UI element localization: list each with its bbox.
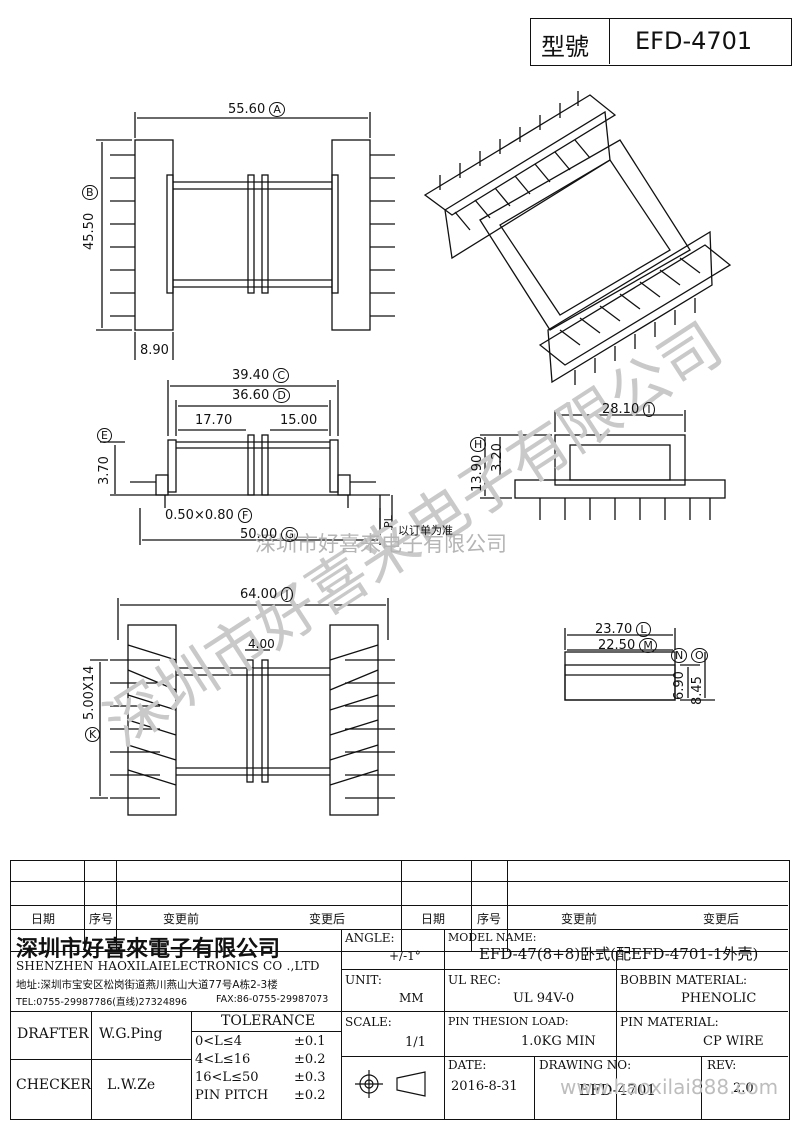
tol-range-2: 4<L≤16 <box>195 1052 251 1067</box>
bobbin-label: BOBBIN MATERIAL: <box>620 973 748 987</box>
dim-mid: 4.00 <box>248 637 275 651</box>
rev-header-seq-1: 序号 <box>89 912 114 926</box>
dim-h2: 3.20 <box>490 443 505 472</box>
drafter-label: DRAFTER <box>17 1026 89 1042</box>
pin-load-value: 1.0KG MIN <box>521 1034 596 1049</box>
dim-g: 50.00 G <box>240 527 298 542</box>
dim-c: 39.40 C <box>232 368 290 383</box>
company-address: 地址:深圳市宝安区松岗街道燕川燕山大道77号A栋2-3楼 <box>16 979 278 991</box>
rev-header-date-2: 日期 <box>421 912 446 926</box>
marker-k: K <box>85 727 101 742</box>
marker-b: B <box>82 185 98 200</box>
top-view-pins-right <box>370 154 395 317</box>
drafter-value: W.G.Ping <box>99 1026 163 1042</box>
dim-a: 55.60 A <box>228 102 285 117</box>
dim-n: 6.90 <box>672 671 687 700</box>
dim-f: 0.50×0.80 F <box>165 508 253 523</box>
tol-value-3: ±0.3 <box>294 1070 326 1085</box>
side-view <box>100 380 393 545</box>
checker-value: L.W.Ze <box>107 1077 156 1093</box>
marker-h: H <box>470 437 487 452</box>
projection-symbol-icon <box>355 1070 426 1098</box>
date-value: 2016-8-31 <box>451 1079 518 1094</box>
company-tel: TEL:0755-29987786(直线)27324896 <box>16 997 188 1008</box>
watermark-mid: 深圳市好喜来电子有限公司 <box>255 532 507 556</box>
dim-l: 23.70 L <box>595 622 651 637</box>
cross-section-view <box>564 628 715 701</box>
unit-value: MM <box>399 991 424 1005</box>
rev-header-date-1: 日期 <box>31 912 56 926</box>
drawing-no-label: DRAWING NO: <box>539 1058 632 1072</box>
company-fax: FAX:86-0755-29987073 <box>216 994 329 1005</box>
bottom-view-pins-left <box>110 644 177 799</box>
dim-right: 15.00 <box>280 413 318 428</box>
dim-b-height: 8.90 <box>140 343 169 358</box>
top-view-pins-left <box>110 154 135 317</box>
rev-header-seq-2: 序号 <box>477 912 502 926</box>
iso-pins-bottom <box>559 257 701 385</box>
marker-e: E <box>97 428 112 443</box>
dim-k: 5.00X14 <box>82 665 97 720</box>
pin-material-label: PIN MATERIAL: <box>620 1015 719 1029</box>
rev-header-before-2: 变更前 <box>561 912 598 926</box>
tol-value-2: ±0.2 <box>294 1052 326 1067</box>
company-name-cn: 深圳市好喜來電子有限公司 <box>16 936 281 962</box>
tol-value-4: ±0.2 <box>294 1088 326 1103</box>
dim-i: 28.10 I <box>602 402 655 417</box>
marker-o: O <box>691 648 708 663</box>
company-name-en: SHENZHEN HAOXILAIELECTRONICS CO .,LTD <box>16 959 320 973</box>
rev-header-after-2: 变更后 <box>703 912 740 926</box>
tol-value-1: ±0.1 <box>294 1034 326 1049</box>
tolerance-label: TOLERANCE <box>221 1013 316 1029</box>
tol-range-1: 0<L≤4 <box>195 1034 242 1049</box>
unit-label: UNIT: <box>345 973 382 987</box>
bottom-view <box>90 598 395 816</box>
rev-header-after-1: 变更后 <box>309 912 346 926</box>
dim-o: 8.45 <box>690 676 705 705</box>
checker-label: CHECKER <box>16 1077 92 1093</box>
ul-rec-value: UL 94V-0 <box>513 991 575 1006</box>
dim-m: 22.50 M <box>598 638 657 653</box>
title-block: 日期 序号 变更前 变更后 日期 序号 变更前 变更后 深圳市好喜來電子有限公司… <box>10 860 790 1120</box>
angle-value: +/-1° <box>389 949 421 963</box>
watermark-bottom: www.haoxilai888.com <box>560 1075 779 1099</box>
bottom-view-pins-right <box>329 644 395 799</box>
model-label: 型號 <box>541 33 589 61</box>
dim-j: 64.00 J <box>240 587 293 602</box>
pin-material-value: CP WIRE <box>703 1034 764 1049</box>
scale-label: SCALE: <box>345 1015 392 1029</box>
dim-pl: PL <box>382 515 395 528</box>
dim-e: 3.70 <box>97 456 112 485</box>
dim-b: 45.50 <box>82 212 97 250</box>
dim-h: 13.90 <box>470 454 485 492</box>
ul-rec-label: UL REC: <box>448 973 501 987</box>
model-value: EFD-4701 <box>635 27 753 55</box>
rev-header-before-1: 变更前 <box>163 912 200 926</box>
date-label: DATE: <box>448 1058 487 1072</box>
model-name-value: EFD-47(8+8)卧式(配EFD-4701-1外壳) <box>479 945 759 963</box>
technical-drawing <box>90 91 732 816</box>
rev-value: 2.0 <box>733 1081 754 1096</box>
pl-note: 以订单为准 <box>398 524 453 537</box>
dim-left: 17.70 <box>195 413 233 428</box>
dim-d: 36.60 D <box>232 388 290 403</box>
marker-n: N <box>671 648 688 663</box>
model-header: 型號 EFD-4701 <box>530 18 792 66</box>
end-view <box>480 410 726 520</box>
scale-value: 1/1 <box>405 1035 426 1050</box>
tol-range-4: PIN PITCH <box>195 1088 269 1103</box>
drawing-no-value: EFD-4701 <box>579 1081 656 1099</box>
pin-load-label: PIN THESION LOAD: <box>448 1015 569 1028</box>
iso-pins-top <box>439 91 591 231</box>
bobbin-value: PHENOLIC <box>681 991 757 1006</box>
isometric-view <box>423 91 732 385</box>
tol-range-3: 16<L≤50 <box>195 1070 259 1085</box>
rev-label: REV: <box>707 1058 737 1072</box>
angle-label: ANGLE: <box>345 931 395 945</box>
top-view <box>96 112 395 360</box>
model-name-label: MODEL NAME: <box>448 931 537 944</box>
